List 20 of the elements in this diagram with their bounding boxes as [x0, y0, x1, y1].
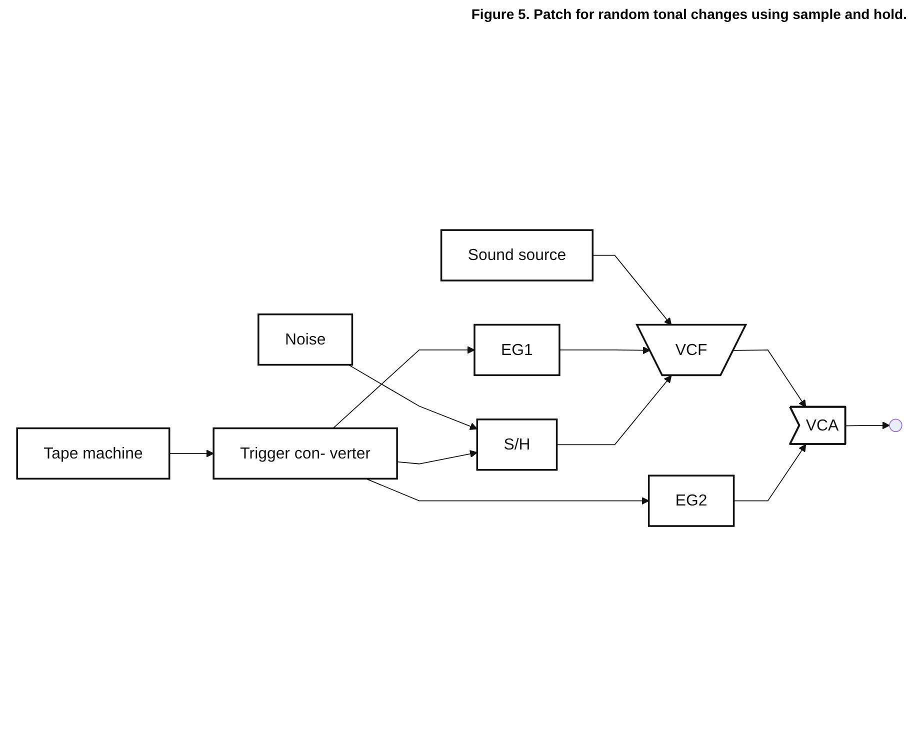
- arrow: [556, 375, 672, 446]
- node-box: Sound source: [440, 229, 594, 282]
- arrow: [559, 346, 650, 354]
- arrow: [396, 450, 478, 464]
- arrow: [366, 478, 650, 505]
- arrow: [845, 421, 890, 430]
- arrow: [348, 364, 478, 430]
- node-circle: [889, 418, 902, 432]
- arrow: [332, 346, 475, 429]
- node-box: Tape machine: [16, 427, 170, 480]
- arrow: [168, 450, 214, 458]
- arrow: [592, 254, 672, 326]
- node-box: Noise: [258, 313, 354, 366]
- node-box: EG2: [648, 474, 735, 527]
- node-box: Trigger con- verter: [212, 427, 398, 480]
- arrow: [733, 444, 806, 502]
- node-box: S/H: [476, 418, 558, 471]
- node-box: EG1: [474, 324, 560, 376]
- arrow: [733, 349, 806, 408]
- figure-caption: Figure 5. Patch for random tonal changes using sample and hold.: [470, 5, 908, 24]
